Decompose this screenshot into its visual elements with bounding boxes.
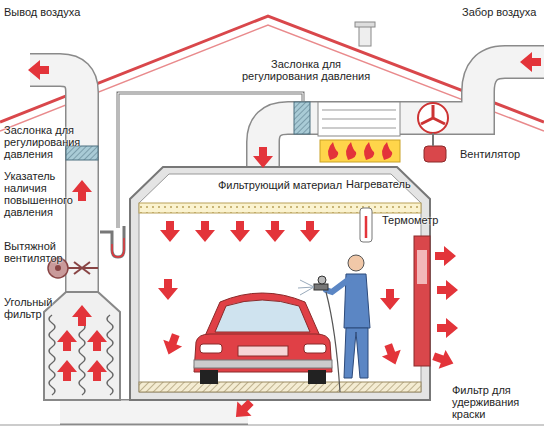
air-arrows-part xyxy=(160,221,180,242)
carbon-filter-part xyxy=(107,315,113,395)
heater-part xyxy=(322,119,396,120)
car-part xyxy=(238,346,288,356)
booth-part xyxy=(130,167,430,400)
car-part xyxy=(200,370,218,384)
pressure-gauge xyxy=(100,226,124,257)
air-arrow xyxy=(520,52,541,72)
air-arrows-part xyxy=(380,289,400,310)
booth-part xyxy=(139,174,421,392)
exhaust-duct-part xyxy=(60,401,248,424)
air-arrows-part xyxy=(435,246,456,266)
door-part xyxy=(417,250,427,284)
car-part xyxy=(205,293,320,336)
exhaust-fan-part xyxy=(74,262,90,274)
heater-part xyxy=(318,102,400,136)
car-part xyxy=(200,344,222,353)
air-arrows-part xyxy=(437,280,458,300)
thermometer-part xyxy=(360,208,372,242)
supply-fan-part xyxy=(432,133,434,146)
part-label: Вытяжной вентилятор xyxy=(4,240,66,264)
part-label: Указатель наличия повышенного давления xyxy=(4,170,78,218)
car-part xyxy=(194,334,332,372)
part-label: Нагреватель xyxy=(346,178,426,190)
air-arrows-part xyxy=(300,221,320,242)
carbon-filter-part xyxy=(87,330,107,351)
booth xyxy=(130,167,430,400)
part-label: Термометр xyxy=(382,214,452,226)
filter-band xyxy=(139,203,421,213)
painter-part xyxy=(298,280,314,295)
exhaust-fan-part xyxy=(74,262,90,274)
air-arrows xyxy=(158,221,458,424)
air-arrows-part xyxy=(229,395,258,424)
pressure-gauge-part xyxy=(100,226,124,257)
painter-part xyxy=(344,328,368,378)
part-label: Угольный фильтр xyxy=(4,296,60,320)
air-arrows-part xyxy=(430,347,457,373)
part-label: Заслонка для регулирования давления xyxy=(236,58,376,82)
painter-part xyxy=(326,292,340,392)
car-part xyxy=(304,344,326,353)
heater xyxy=(318,102,400,162)
heater-part xyxy=(364,142,374,160)
part-label: Фильтр для удерживания краски xyxy=(452,384,532,420)
car-part xyxy=(194,360,332,368)
painter-part xyxy=(314,284,328,290)
air-arrow xyxy=(253,147,273,168)
node-text: Фильтрующий материал xyxy=(218,179,342,191)
roof-part xyxy=(359,26,371,46)
air-arrows-part xyxy=(158,279,178,300)
supply-fan-part xyxy=(421,105,445,124)
part-label: Забор воздуха xyxy=(462,6,544,18)
exhaust-duct-part xyxy=(60,399,248,425)
supply-fan-part xyxy=(418,103,448,133)
carbon-filter-part xyxy=(44,292,120,400)
part-label: Вентилятор xyxy=(460,148,540,160)
air-arrows-part xyxy=(265,221,285,242)
supply-fan xyxy=(418,103,448,162)
supply-damper-part xyxy=(294,102,310,134)
supply-damper xyxy=(294,102,310,134)
carbon-filter-part xyxy=(79,315,85,395)
painter-part xyxy=(348,255,364,271)
carbon-filter xyxy=(44,292,120,400)
thermometer-part xyxy=(365,216,368,238)
thermometer xyxy=(360,208,372,242)
painter-part xyxy=(326,280,348,292)
heater-part xyxy=(382,142,392,160)
heater-part xyxy=(322,128,396,129)
air-arrows-part xyxy=(230,221,250,242)
roof-part xyxy=(355,22,375,27)
pressure-gauge-part xyxy=(112,238,124,257)
air-arrows-part xyxy=(195,221,215,242)
door xyxy=(414,236,430,366)
carbon-filter-part xyxy=(57,330,77,351)
carbon-filter-part xyxy=(49,315,55,395)
heater-part xyxy=(328,142,338,160)
carbon-filter-part xyxy=(72,305,92,326)
painter xyxy=(298,255,370,392)
car-part xyxy=(308,370,326,384)
floor-filter xyxy=(139,382,421,392)
part-label: Заслонка для регулирования давления xyxy=(4,124,82,160)
heater-part xyxy=(320,140,400,162)
carbon-filter-part xyxy=(87,360,107,381)
exhaust-fan-part xyxy=(55,265,61,271)
part-label: Вывод воздуха xyxy=(4,6,94,18)
car xyxy=(194,293,332,384)
car-part xyxy=(215,300,310,332)
heater-part xyxy=(322,110,396,111)
supply-fan-part xyxy=(424,146,446,162)
air-arrows-part xyxy=(159,331,185,358)
air-arrows-part xyxy=(437,318,458,338)
exhaust-damper xyxy=(66,146,98,160)
air-arrow xyxy=(28,60,49,80)
painter-part xyxy=(318,276,326,284)
heater-part xyxy=(346,142,356,160)
door-part xyxy=(414,236,430,366)
carbon-filter-part xyxy=(57,360,77,381)
air-arrows-part xyxy=(379,341,405,368)
air-arrow xyxy=(72,180,92,201)
